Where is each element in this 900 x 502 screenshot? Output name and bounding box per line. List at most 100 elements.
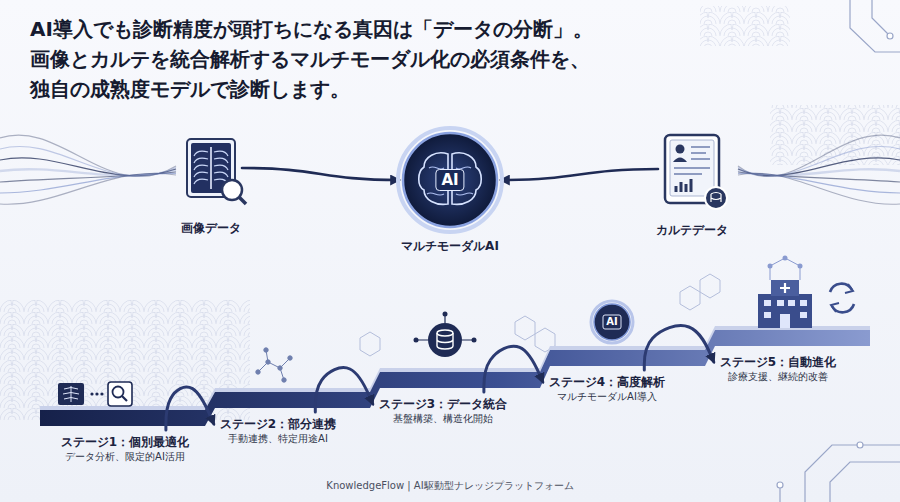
flow-wave xyxy=(738,173,900,193)
stage-step: ステージ5：自動進化診療支援、継続的改善 xyxy=(716,352,840,386)
ai-hub-circle: AIマルチモーダルAI xyxy=(402,132,498,228)
stage-detail: 基盤構築、構造化開始 xyxy=(379,412,507,426)
flow-wave xyxy=(0,135,176,177)
record-chart xyxy=(676,179,691,192)
glow-ring xyxy=(398,128,502,232)
ai-chip-icon xyxy=(591,301,633,343)
ai-core xyxy=(403,133,497,227)
hospital-icon xyxy=(788,300,795,306)
ai-badge: AI xyxy=(435,169,464,191)
progress-arrow xyxy=(315,368,373,412)
rib xyxy=(194,165,228,170)
ai-chip-icon xyxy=(594,304,630,340)
hospital-icon xyxy=(800,300,807,306)
hospital-icon xyxy=(780,314,790,328)
wave-pattern xyxy=(700,6,790,46)
patient-body xyxy=(673,158,687,163)
brain-outline xyxy=(419,153,482,205)
footer-caption: KnowledgeFlow | AI駆動型ナレッジプラットフォーム xyxy=(326,479,573,493)
circuit-lines xyxy=(872,0,890,36)
stage1-icons xyxy=(122,396,127,401)
xray-shape xyxy=(186,138,236,198)
flow-arrow xyxy=(242,168,399,180)
hospital-icon xyxy=(770,258,800,280)
tablet-screen xyxy=(670,140,714,196)
hexagon-deco xyxy=(700,274,720,298)
database-icon xyxy=(414,312,477,358)
stage1-icons xyxy=(58,383,84,405)
stage1-icons xyxy=(95,392,98,395)
cycle-icon xyxy=(830,284,852,292)
database-icon xyxy=(443,312,448,317)
stage2-molecule xyxy=(278,366,282,370)
ai-chip-icon xyxy=(603,315,621,329)
stage1-icons xyxy=(58,382,132,406)
stage2-molecule xyxy=(266,360,270,364)
ai-chip-icon xyxy=(591,301,633,343)
patient-head xyxy=(676,145,685,154)
hospital-icon xyxy=(783,256,788,261)
page-title: AI導入でも診断精度が頭打ちになる真因は「データの分断」。 画像とカルテを統合解… xyxy=(30,14,700,104)
progress-arrow xyxy=(644,326,714,370)
progress-arrow xyxy=(484,346,543,392)
circuit-lines xyxy=(857,442,863,448)
image-data-icon: 画像データ xyxy=(186,138,236,198)
circuit-lines xyxy=(850,0,900,52)
stage-step: ステージ4：高度解析マルチモーダルAI導入 xyxy=(545,372,669,406)
spine xyxy=(210,147,212,189)
flow-wave xyxy=(738,135,900,177)
hospital-icon xyxy=(780,283,790,293)
circuit-lines xyxy=(805,445,900,502)
icon-label: 画像データ xyxy=(181,220,241,236)
database-icon xyxy=(437,330,453,336)
cycle-icon xyxy=(830,284,854,313)
hospital-icon xyxy=(771,280,799,296)
record-data-icon: カルテデータ xyxy=(664,134,720,204)
cycle-icon xyxy=(831,303,839,312)
stage-heading: ステージ4：高度解析 xyxy=(549,374,665,390)
circuit-lines xyxy=(777,0,900,502)
hospital-icon xyxy=(798,264,803,269)
stage-detail: 手動連携、特定用途AI xyxy=(220,432,336,446)
rib xyxy=(194,151,228,156)
database-icon xyxy=(418,316,472,340)
stage1-icons xyxy=(90,392,93,395)
flow-wave xyxy=(0,173,176,193)
rib xyxy=(194,172,228,177)
rib xyxy=(194,158,228,163)
stage2-molecule xyxy=(256,348,292,382)
stage1-icons xyxy=(108,382,132,406)
cycle-icon xyxy=(845,284,853,293)
stage2-molecule xyxy=(258,350,290,380)
hexagon-deco xyxy=(680,286,700,310)
icon-label: カルテデータ xyxy=(656,222,728,238)
hexagon-deco xyxy=(515,316,535,340)
flow-wave xyxy=(738,173,900,204)
hexagon-deco xyxy=(360,274,720,356)
stage-step: ステージ2：部分連携手動連携、特定用途AI xyxy=(216,414,340,448)
flow-wave xyxy=(0,173,176,204)
hospital-icon xyxy=(758,294,812,328)
stage-step: ステージ3：データ統合基盤構築、構造化開始 xyxy=(375,394,511,428)
stage-detail: データ分析、限定的AI活用 xyxy=(61,450,189,464)
hospital-icon xyxy=(800,312,807,318)
cycle-icon xyxy=(832,304,854,312)
stage-detail: 診療支援、継続的改善 xyxy=(720,370,836,384)
flow-wave xyxy=(738,146,900,176)
stage-heading: ステージ3：データ統合 xyxy=(379,396,507,412)
database-icon xyxy=(472,338,477,343)
tablet-shape xyxy=(664,134,720,204)
stage-heading: ステージ2：部分連携 xyxy=(220,416,336,432)
flow-arrow xyxy=(501,169,658,180)
stage2-molecule xyxy=(256,370,260,374)
progress-arrow xyxy=(166,387,214,430)
database-icon xyxy=(414,338,419,343)
circuit-lines xyxy=(777,482,783,488)
rib xyxy=(194,179,228,184)
stage1-icons xyxy=(63,386,79,402)
hexagon-deco xyxy=(360,332,380,356)
ai-chip-label: AI xyxy=(606,316,617,328)
stage1-icons xyxy=(100,392,103,395)
